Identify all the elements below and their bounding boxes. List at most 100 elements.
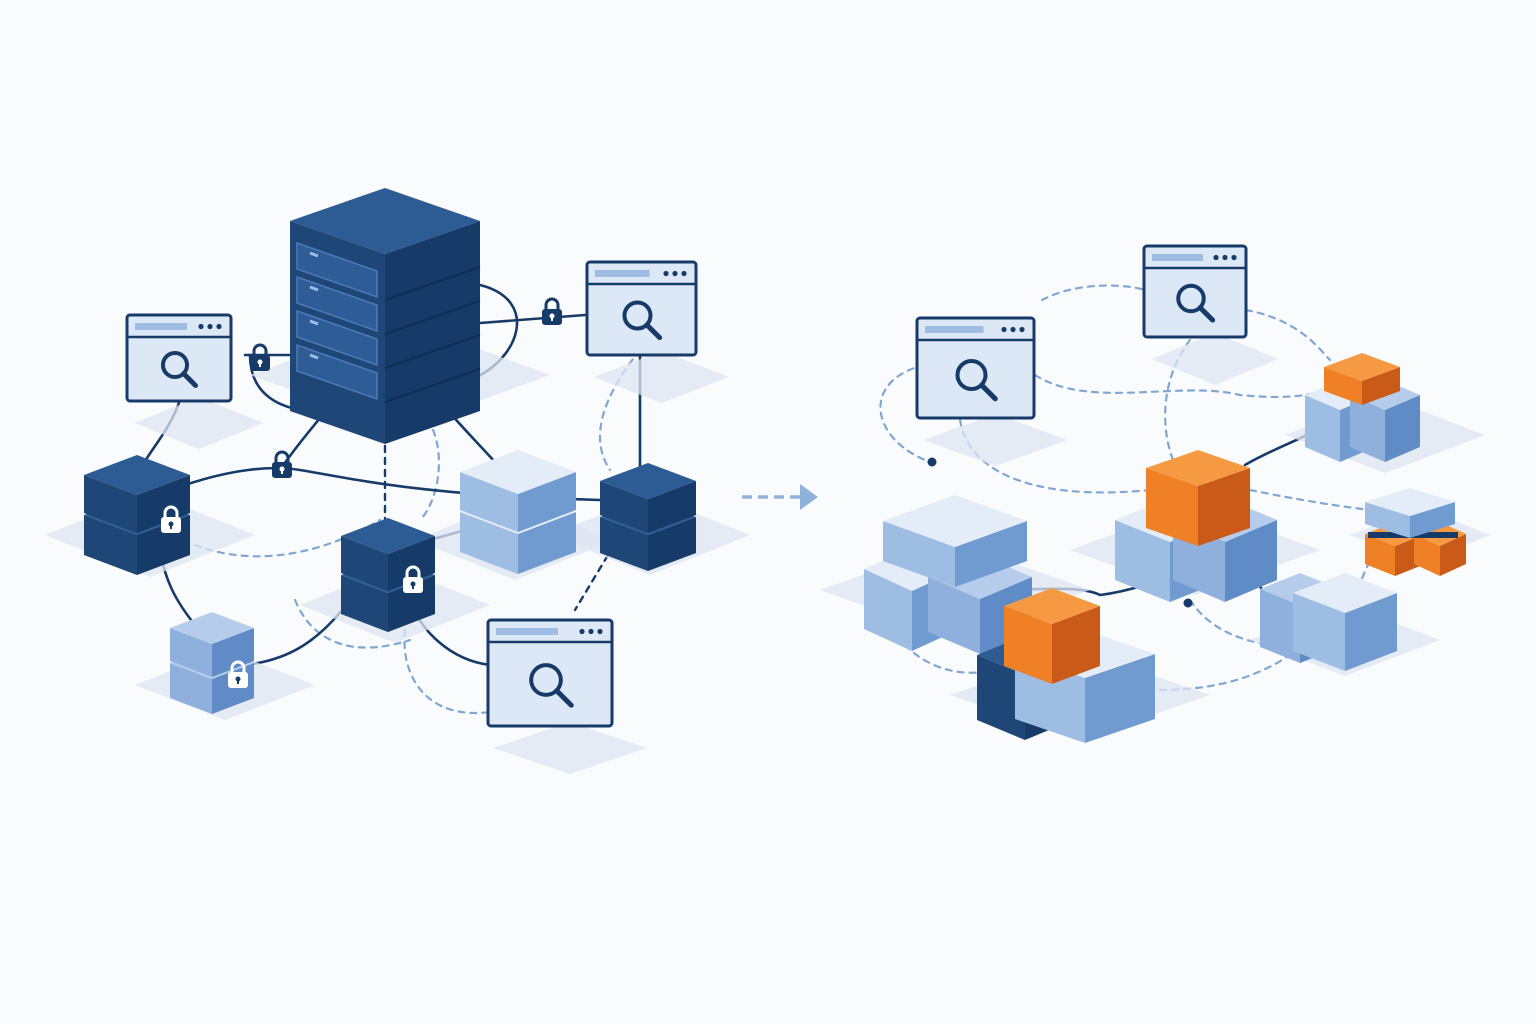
- dashed-connector: [1033, 373, 1332, 399]
- block-group-small-stack: [1365, 488, 1466, 576]
- box-top-face: [290, 188, 480, 254]
- server-led: [309, 353, 319, 360]
- box-top-face: [1324, 353, 1400, 381]
- magnifier-handle: [979, 382, 998, 402]
- solid-connector: [478, 313, 587, 325]
- server-panel-seam: [384, 368, 481, 403]
- box-left-face: [170, 628, 212, 677]
- box-left-face: [460, 472, 518, 532]
- window-address-bar: [595, 270, 650, 277]
- window-control-dot: [198, 323, 204, 330]
- magnifier-icon: [529, 663, 563, 697]
- node-right: [600, 463, 696, 571]
- lock-icon: [250, 343, 270, 371]
- arrow-right-icon: [742, 484, 818, 510]
- box-left-face: [1004, 606, 1052, 684]
- server-rack: [290, 188, 481, 444]
- lock-icon: [542, 297, 562, 325]
- box-right-face: [1198, 468, 1250, 546]
- server-panel-seam: [384, 334, 481, 369]
- box-right-face: [388, 536, 435, 591]
- lock-shackle: [544, 297, 560, 310]
- box-right-face: [518, 472, 576, 532]
- box-top-face: [1146, 450, 1250, 486]
- node-bottom-left: [170, 612, 254, 714]
- arrow-head: [800, 484, 818, 510]
- box-right-face: [388, 575, 435, 632]
- box-left-face: [883, 521, 955, 587]
- lock-keyhole-slot: [281, 470, 283, 474]
- box-top-face: [1293, 573, 1397, 613]
- floor-shadow: [922, 414, 1069, 466]
- window-address-bar: [496, 628, 558, 635]
- dashed-connector: [903, 643, 987, 674]
- window-control-dot: [1231, 254, 1237, 261]
- lock-shackle: [230, 660, 246, 673]
- box-left-face: [1293, 593, 1345, 671]
- window-control-dot: [207, 323, 213, 330]
- server-led: [309, 319, 319, 326]
- box-left-face: [1414, 534, 1440, 576]
- window-control-dot: [216, 323, 222, 330]
- window-control-dot: [681, 270, 687, 277]
- connector-dot: [927, 457, 937, 467]
- lock-icon: [403, 565, 423, 593]
- box-left-face: [600, 481, 648, 533]
- lock-icon: [161, 505, 181, 533]
- magnifier-icon: [160, 350, 190, 380]
- window-control-dot: [579, 628, 585, 635]
- block-group-left: [864, 495, 1032, 654]
- window-control-dot: [1001, 326, 1007, 333]
- server-panel-seam: [384, 266, 481, 301]
- lock-keyhole-slot: [237, 680, 239, 684]
- node-light-left: [460, 450, 576, 574]
- box-top-face: [341, 518, 435, 554]
- lock-keyhole: [549, 313, 555, 319]
- floor-shadow: [493, 722, 647, 774]
- right-cluster: [820, 244, 1490, 743]
- floor-shadow: [134, 397, 264, 449]
- dashed-connector: [1040, 284, 1147, 302]
- search-window: [125, 313, 264, 449]
- dashed-connector: [1244, 308, 1332, 362]
- box-left-face: [341, 575, 388, 632]
- box-right-face: [385, 221, 480, 444]
- box-left-face: [1305, 395, 1340, 462]
- window-control-dot: [1222, 254, 1228, 261]
- dashed-connector: [958, 418, 1152, 494]
- box-left-face: [1365, 534, 1395, 576]
- box-right-face: [1085, 654, 1155, 743]
- magnifier-handle: [1197, 305, 1216, 323]
- window-control-dot: [663, 270, 669, 277]
- window-control-dot: [1010, 326, 1016, 333]
- node-center: [341, 518, 435, 632]
- lock-keyhole: [168, 521, 174, 527]
- box-left-face: [1350, 395, 1385, 462]
- magnifier-handle: [181, 371, 198, 388]
- window-address-bar: [135, 323, 187, 330]
- box-left-face: [1324, 367, 1362, 405]
- lock-shackle: [252, 343, 268, 356]
- search-window: [585, 260, 730, 403]
- box-top-face: [170, 612, 254, 644]
- window-control-dot: [1019, 326, 1025, 333]
- magnifier-icon: [1176, 283, 1206, 314]
- box-right-face: [1225, 520, 1277, 602]
- box-right-face: [1410, 502, 1455, 538]
- magnifier-handle: [644, 322, 663, 341]
- window-control-dot: [588, 628, 594, 635]
- connector-dot: [1183, 598, 1193, 608]
- lock-keyhole-slot: [551, 317, 553, 321]
- window-control-dot: [672, 270, 678, 277]
- box-left-face: [1115, 520, 1170, 602]
- box-top-face: [1365, 488, 1455, 516]
- lock-keyhole-slot: [259, 363, 261, 367]
- box-right-face: [1362, 367, 1400, 405]
- box-left-face: [341, 536, 388, 591]
- box-left-face: [460, 512, 518, 574]
- lock-keyhole-slot: [412, 585, 414, 589]
- block-group-center: [1115, 450, 1277, 602]
- dashed-connector: [293, 598, 412, 649]
- box-top-face: [84, 455, 190, 495]
